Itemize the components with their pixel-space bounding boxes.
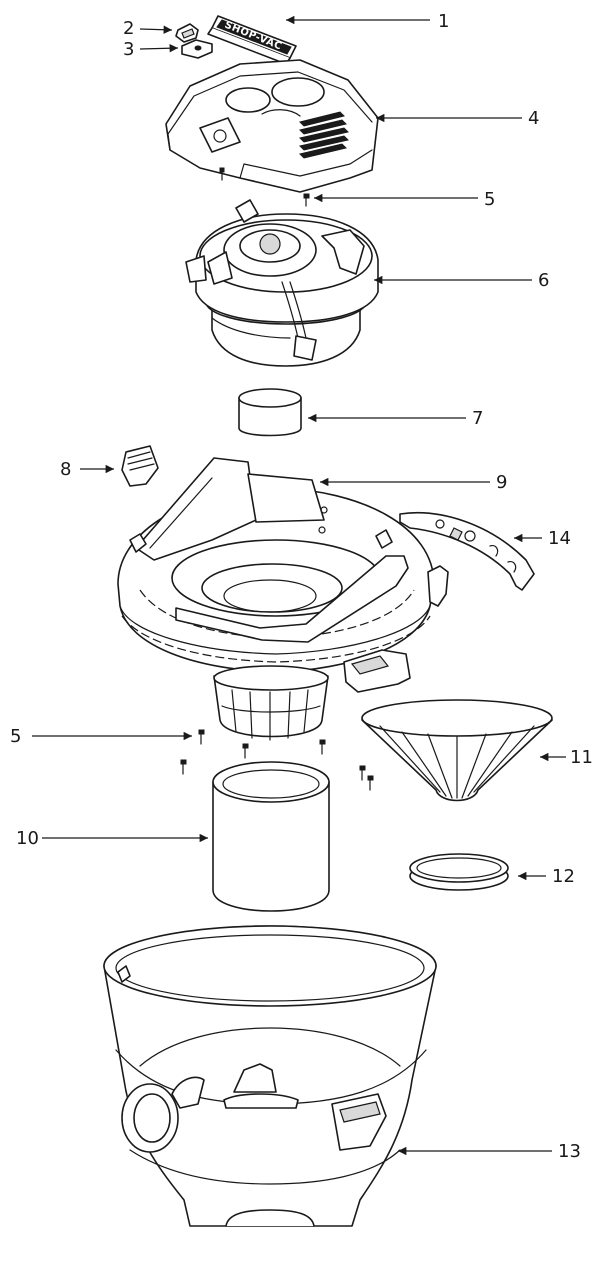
callout-5-upper: 5: [484, 189, 495, 210]
part-filter-cage: [213, 665, 329, 741]
callout-11: 11: [570, 747, 593, 768]
callout-2: 2: [123, 18, 134, 39]
callout-leaders: [32, 15, 566, 1156]
part-cone-deflector: [361, 699, 553, 802]
part-switch-clip-bottom: [181, 39, 213, 59]
part-switch-clip-top: [175, 23, 199, 43]
callout-7: 7: [472, 408, 483, 429]
screw-cover-right: [303, 193, 310, 207]
part-motor-cover: [165, 59, 379, 193]
part-filter-ring: [409, 853, 509, 891]
callout-14: 14: [548, 528, 571, 549]
part-cartridge-filter: [212, 761, 330, 912]
callout-1: 1: [438, 11, 449, 32]
part-motor-assembly: [185, 199, 379, 367]
callout-13: 13: [558, 1141, 581, 1162]
part-cord-wrap-bracket: [399, 512, 535, 591]
callout-6: 6: [538, 270, 549, 291]
callout-3: 3: [123, 39, 134, 60]
part-foam-sleeve-small: [238, 388, 302, 437]
callout-10: 10: [16, 828, 39, 849]
part-lid-housing: [117, 457, 449, 693]
cover-vent-slots: [299, 111, 349, 159]
screw-cover-left: [219, 167, 225, 181]
callout-12: 12: [552, 866, 575, 887]
callout-5-lower: 5: [10, 726, 21, 747]
callout-8: 8: [60, 459, 71, 480]
callout-labels: 1 2 3 4 5 6 7 8 9 14 5 11 10 12 13: [10, 11, 593, 1162]
part-latch-clip: [121, 445, 159, 487]
callout-9: 9: [496, 472, 507, 493]
callout-4: 4: [528, 108, 539, 129]
part-collection-drum: [103, 925, 437, 1227]
part-handle-logo-plate: SHOP-VAC: [207, 15, 297, 65]
